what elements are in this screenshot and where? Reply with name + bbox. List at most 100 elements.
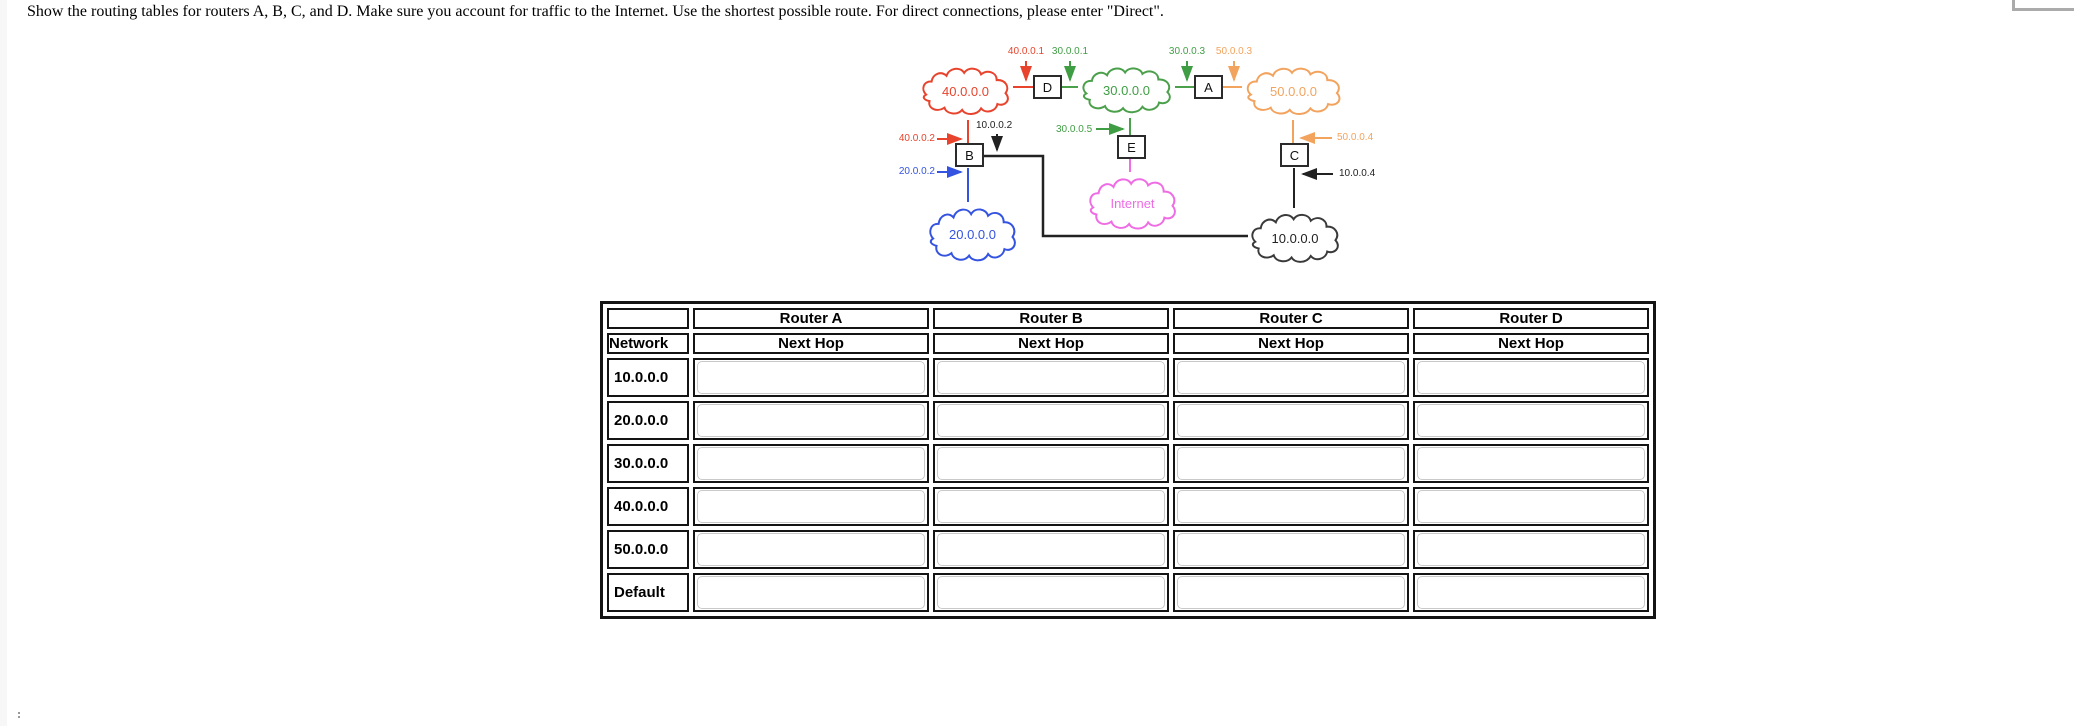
next-hop-input-c-30[interactable] xyxy=(1177,447,1405,480)
hop-cell xyxy=(693,358,929,397)
hop-cell xyxy=(693,401,929,440)
cloud-label: 50.0.0.0 xyxy=(1270,83,1317,99)
table-header-row: Router A Router B Router C Router D xyxy=(607,308,1649,329)
hop-cell xyxy=(933,444,1169,483)
next-hop-input-d-50[interactable] xyxy=(1417,533,1645,566)
hop-cell xyxy=(693,487,929,526)
hop-cell xyxy=(693,573,929,612)
router-label: E xyxy=(1127,139,1136,155)
hop-cell xyxy=(1413,401,1649,440)
router-A: A xyxy=(1194,75,1223,99)
hop-cell xyxy=(693,444,929,483)
hop-cell xyxy=(933,573,1169,612)
diagram-connections xyxy=(937,61,1333,238)
hop-cell xyxy=(933,530,1169,569)
next-hop-input-b-40[interactable] xyxy=(937,490,1165,523)
next-hop-header-a: Next Hop xyxy=(693,333,929,354)
ip-label-20.0.0.2: 20.0.0.2 xyxy=(898,166,935,177)
next-hop-input-b-50[interactable] xyxy=(937,533,1165,566)
next-hop-input-d-30[interactable] xyxy=(1417,447,1645,480)
router-D: D xyxy=(1033,75,1062,99)
next-hop-input-d-10[interactable] xyxy=(1417,361,1645,394)
network-cloud-20: 20.0.0.0 xyxy=(925,202,1020,267)
network-header: Network xyxy=(607,333,689,354)
cloud-icon xyxy=(1085,172,1180,235)
hop-cell xyxy=(1173,358,1409,397)
table-subheader-row: Network Next Hop Next Hop Next Hop Next … xyxy=(607,333,1649,354)
ip-label-50.0.0.3: 50.0.0.3 xyxy=(1215,46,1253,57)
network-cloud-40: 40.0.0.0 xyxy=(918,62,1013,120)
next-hop-input-a-20[interactable] xyxy=(697,404,925,437)
next-hop-input-b-default[interactable] xyxy=(937,576,1165,609)
next-hop-input-a-40[interactable] xyxy=(697,490,925,523)
ip-label-30.0.0.1: 30.0.0.1 xyxy=(1051,46,1089,57)
next-hop-input-b-30[interactable] xyxy=(937,447,1165,480)
next-hop-input-a-10[interactable] xyxy=(697,361,925,394)
hop-cell xyxy=(1413,358,1649,397)
artifact-dots xyxy=(18,712,20,714)
hop-cell xyxy=(933,401,1169,440)
next-hop-input-c-10[interactable] xyxy=(1177,361,1405,394)
hop-cell xyxy=(1173,487,1409,526)
network-diagram: 40.0.0.0 30.0.0.0 50.0.0.0 20.0.0.0 Inte… xyxy=(880,30,1400,280)
router-label: A xyxy=(1204,79,1213,95)
ip-label-10.0.0.4: 10.0.0.4 xyxy=(1339,168,1376,179)
next-hop-input-d-20[interactable] xyxy=(1417,404,1645,437)
next-hop-input-c-50[interactable] xyxy=(1177,533,1405,566)
next-hop-input-a-default[interactable] xyxy=(697,576,925,609)
hop-cell xyxy=(933,358,1169,397)
table-row: 20.0.0.0 xyxy=(607,401,1649,440)
next-hop-input-c-40[interactable] xyxy=(1177,490,1405,523)
col-header-router-c: Router C xyxy=(1173,308,1409,329)
hop-cell xyxy=(1173,530,1409,569)
ip-label-10.0.0.2: 10.0.0.2 xyxy=(976,120,1013,131)
cloud-icon xyxy=(1242,62,1345,120)
network-label-30: 30.0.0.0 xyxy=(607,444,689,483)
cloud-label: 20.0.0.0 xyxy=(949,227,996,242)
next-hop-input-b-10[interactable] xyxy=(937,361,1165,394)
next-hop-input-d-default[interactable] xyxy=(1417,576,1645,609)
col-header-router-d: Router D xyxy=(1413,308,1649,329)
cloud-icon xyxy=(925,202,1020,267)
ip-label-40.0.0.2: 40.0.0.2 xyxy=(898,133,935,144)
network-label-40: 40.0.0.0 xyxy=(607,487,689,526)
next-hop-input-c-default[interactable] xyxy=(1177,576,1405,609)
hop-cell xyxy=(1173,444,1409,483)
table-row: 50.0.0.0 xyxy=(607,530,1649,569)
col-header-router-a: Router A xyxy=(693,308,929,329)
page-left-gutter xyxy=(0,0,7,726)
hop-cell xyxy=(693,530,929,569)
internet-cloud: Internet xyxy=(1085,172,1180,235)
question-text: Show the routing tables for routers A, B… xyxy=(27,3,1164,20)
network-label-default: Default xyxy=(607,573,689,612)
next-hop-input-d-40[interactable] xyxy=(1417,490,1645,523)
ip-label-30.0.0.3: 30.0.0.3 xyxy=(1168,46,1206,57)
ip-label-30.0.0.5: 30.0.0.5 xyxy=(1056,124,1093,135)
cloud-icon xyxy=(918,62,1013,120)
network-cloud-30: 30.0.0.0 xyxy=(1078,62,1175,118)
next-hop-input-a-50[interactable] xyxy=(697,533,925,566)
router-label: D xyxy=(1042,79,1053,95)
table-row: 40.0.0.0 xyxy=(607,487,1649,526)
next-hop-input-b-20[interactable] xyxy=(937,404,1165,437)
hop-cell xyxy=(1413,444,1649,483)
network-label-50: 50.0.0.0 xyxy=(607,530,689,569)
cloud-label: Internet xyxy=(1110,196,1155,211)
hop-cell xyxy=(1173,401,1409,440)
network-cloud-50: 50.0.0.0 xyxy=(1242,62,1345,120)
router-label: C xyxy=(1289,147,1300,163)
table-row: 10.0.0.0 xyxy=(607,358,1649,397)
next-hop-header-d: Next Hop xyxy=(1413,333,1649,354)
next-hop-header-b: Next Hop xyxy=(933,333,1169,354)
hop-cell xyxy=(1413,487,1649,526)
hop-cell xyxy=(933,487,1169,526)
table-row: Default xyxy=(607,573,1649,612)
next-hop-input-c-20[interactable] xyxy=(1177,404,1405,437)
cloud-icon xyxy=(1247,208,1343,268)
cutoff-panel-corner xyxy=(2012,0,2015,11)
cloud-icon xyxy=(1078,62,1175,118)
router-label: B xyxy=(965,147,974,163)
next-hop-input-a-30[interactable] xyxy=(697,447,925,480)
next-hop-header-c: Next Hop xyxy=(1173,333,1409,354)
network-label-20: 20.0.0.0 xyxy=(607,401,689,440)
